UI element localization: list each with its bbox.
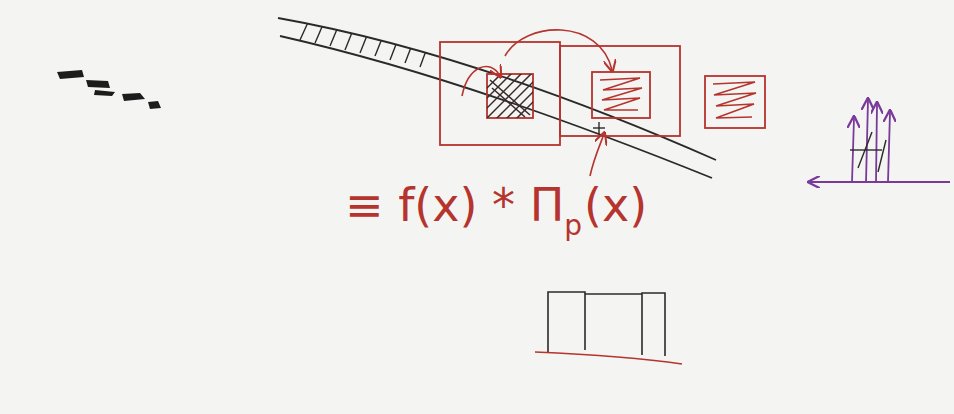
formula-text: (x) (584, 178, 647, 233)
formula-text: ≡ f(x) * Π (345, 178, 564, 233)
red-arrow (462, 30, 612, 176)
curved-band (278, 18, 716, 178)
spike-sketch (850, 132, 886, 172)
cross-mark (593, 122, 605, 134)
spike-axis (810, 100, 950, 182)
scribble-mark (57, 70, 161, 109)
window-box (440, 42, 765, 145)
band-hatching (300, 18, 430, 67)
pulse-sketch (548, 292, 665, 356)
subscript-text: p (564, 209, 582, 243)
zigzag-fill (600, 78, 756, 118)
hatched-pixel (487, 74, 533, 118)
pulse-baseline (535, 352, 682, 364)
formula-row: ≡ f(x) * Πp(x) (345, 178, 647, 233)
